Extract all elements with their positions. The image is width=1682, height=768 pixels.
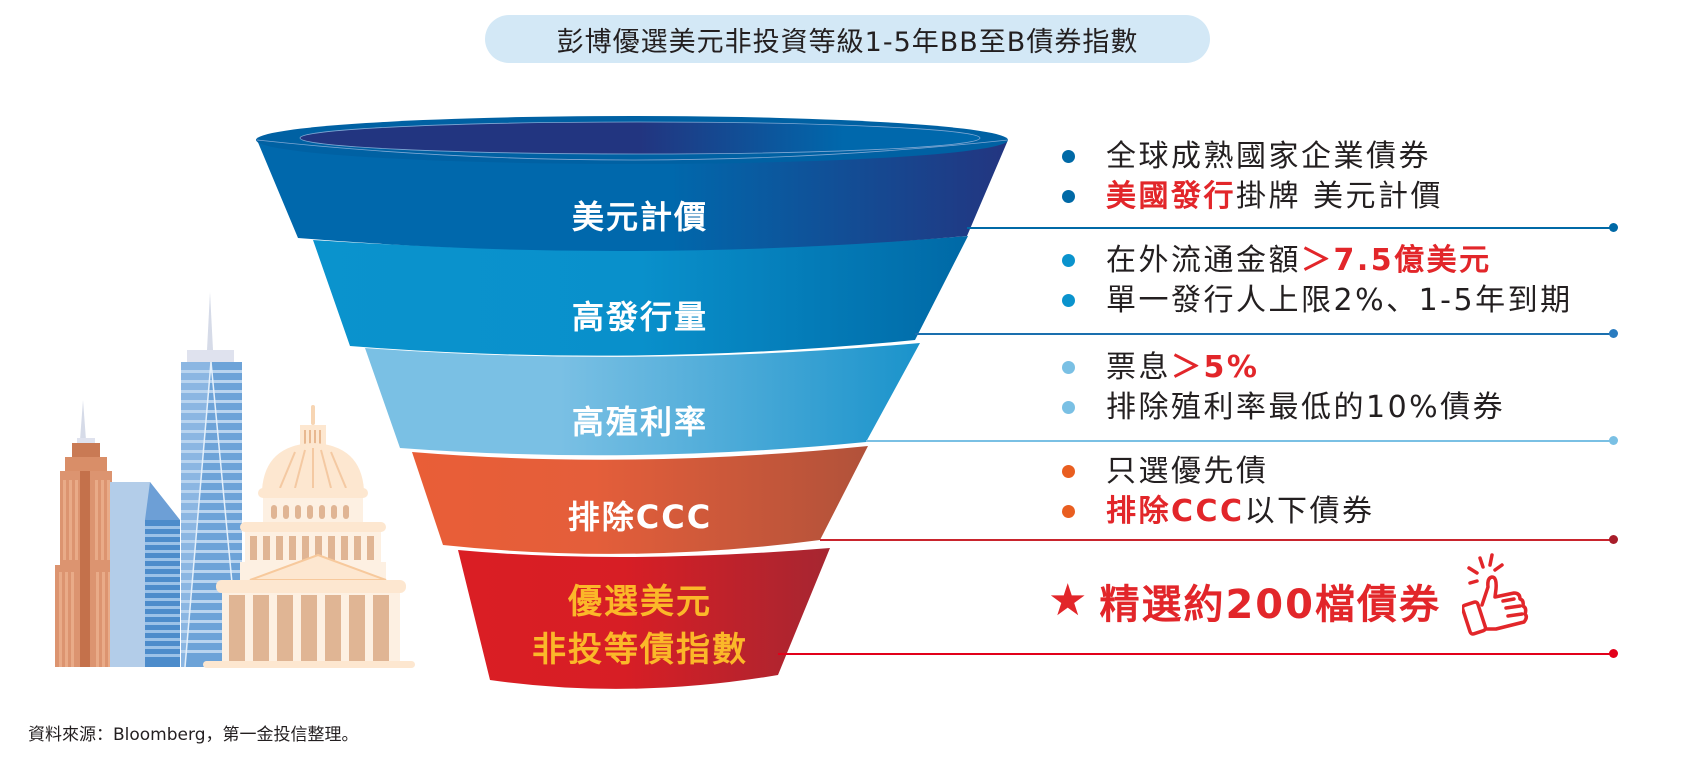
funnel-opening [299,121,981,155]
band-label-usd: 美元計價 [571,198,708,236]
title-banner: 彭博優選美元非投資等級1-5年BB至B債券指數 [485,15,1210,63]
connector-line [778,653,1615,655]
funnel-diagram [256,116,1009,689]
criteria-item: 排除CCC以下債券 [1062,492,1375,532]
bullet-dot-icon [1062,294,1075,307]
criteria-item: 排除殖利率最低的10%債券 [1062,388,1505,428]
connector-dot-icon [1609,436,1618,445]
bullet-dot-icon [1062,190,1075,203]
criteria-group-yield: 票息＞5% 排除殖利率最低的10%債券 [1062,348,1505,428]
selection-highlight: ★ 精選約200檔債券 [1048,572,1441,630]
criteria-group-usd: 全球成熟國家企業債券 美國發行掛牌 美元計價 [1062,137,1443,217]
criteria-group-issuance: 在外流通金額＞7.5億美元 單一發行人上限2%、1-5年到期 [1062,241,1573,321]
criteria-item: 票息＞5% [1062,348,1505,388]
connector-line [915,333,1615,335]
funnel-band-yield [365,343,920,456]
highlight-text: 精選約200檔債券 [1099,582,1441,628]
connector-line [967,227,1615,229]
star-icon: ★ [1048,575,1090,626]
bullet-dot-icon [1062,505,1075,518]
bullet-dot-icon [1062,150,1075,163]
criteria-item: 美國發行掛牌 美元計價 [1062,177,1443,217]
glass-building-icon [110,482,180,667]
source-footnote: 資料來源：Bloomberg，第一金投信整理。 [28,725,359,745]
bullet-dot-icon [1062,401,1075,414]
connector-dot-icon [1609,535,1618,544]
band-label-issuance: 高發行量 [571,298,708,336]
bullet-dot-icon [1062,465,1075,478]
page-title: 彭博優選美元非投資等級1-5年BB至B債券指數 [556,26,1139,58]
band-label-yield: 高殖利率 [571,403,708,441]
funnel-band-final [458,548,830,689]
connector-dot-icon [1609,223,1618,232]
bullet-dot-icon [1062,361,1075,374]
connector-dot-icon [1609,649,1618,658]
skyscraper-icon [181,292,242,668]
band-label-ccc: 排除CCC [567,498,713,536]
connector-dot-icon [1609,329,1618,338]
band-label-final: 優選美元 非投等債指數 [490,578,790,674]
empire-building-icon [55,400,117,667]
criteria-group-ccc: 只選優先債 排除CCC以下債券 [1062,452,1375,532]
band-label-final-line2: 非投等債指數 [532,630,748,670]
bullet-dot-icon [1062,254,1075,267]
funnel-band-issuance [313,236,968,356]
criteria-item: 在外流通金額＞7.5億美元 [1062,241,1573,281]
criteria-item: 全球成熟國家企業債券 [1062,137,1443,177]
connector-line [866,440,1615,442]
capitol-building-icon [203,405,415,668]
criteria-item: 單一發行人上限2%、1-5年到期 [1062,281,1573,321]
funnel-band-ccc [412,446,868,554]
band-label-final-line1: 優選美元 [568,582,712,622]
city-skyline-illustration [55,292,415,668]
criteria-item: 只選優先債 [1062,452,1375,492]
thumbs-up-icon [1462,553,1529,636]
connector-line [820,539,1615,541]
funnel-band-usd [257,140,1008,252]
